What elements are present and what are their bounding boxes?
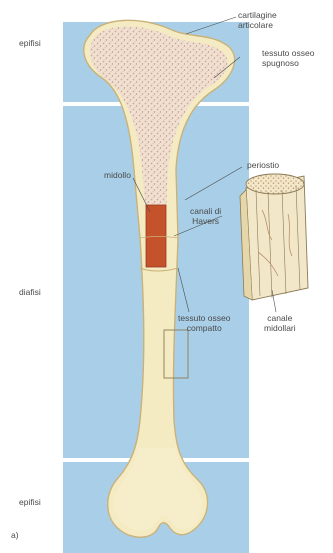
label-periostio: periostio <box>247 160 279 170</box>
label-canale-midollari: canale midollari <box>264 313 296 333</box>
label-epifisi-bottom: epifisi <box>19 497 41 507</box>
label-compatto-line1: tessuto osseo <box>178 313 230 323</box>
label-diafisi: diafisi <box>19 287 41 297</box>
label-compatto-line2: compatto <box>178 323 230 333</box>
spongy-bone-base <box>114 448 201 530</box>
label-cartilagine-articolare: cartilagine articolare <box>238 10 277 30</box>
osteon-block <box>240 174 308 300</box>
label-midollari-line2: midollari <box>264 323 296 333</box>
label-havers-line2: Havers <box>190 216 221 226</box>
label-midollari-line1: canale <box>264 313 296 323</box>
label-cartilagine-line1: cartilagine <box>238 10 277 20</box>
label-tessuto-compatto: tessuto osseo compatto <box>178 313 230 333</box>
panel-label: a) <box>11 530 19 540</box>
label-tessuto-spugnoso: tessuto osseo spugnoso <box>262 48 314 68</box>
label-havers-line1: canali di <box>190 206 221 216</box>
label-canali-havers: canali di Havers <box>190 206 221 226</box>
label-epifisi-top: epifisi <box>19 38 41 48</box>
label-cartilagine-line2: articolare <box>238 20 277 30</box>
label-spugnoso-line2: spugnoso <box>262 58 314 68</box>
label-spugnoso-line1: tessuto osseo <box>262 48 314 58</box>
label-midollo: midollo <box>104 170 131 180</box>
